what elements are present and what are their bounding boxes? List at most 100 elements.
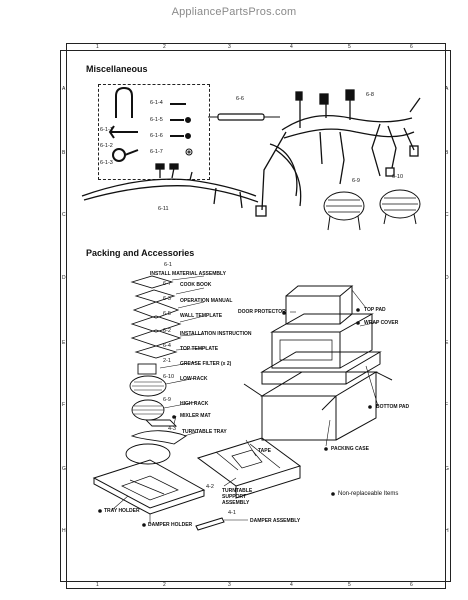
packing-label-cook-book: COOK BOOK bbox=[180, 282, 212, 288]
u-bolt-part bbox=[115, 86, 133, 118]
packing-num-2-1: 2-1 bbox=[163, 358, 171, 364]
label-bottom-pad: BOTTOM PAD bbox=[376, 404, 410, 410]
ruler-row-c: C bbox=[62, 212, 66, 218]
ruler-col-4: 4 bbox=[290, 44, 293, 50]
ruler-row-b-right: B bbox=[445, 150, 449, 156]
packing-label-grease-filter: GREASE FILTER (x 2) bbox=[180, 361, 232, 367]
callout-6-6: 6-6 bbox=[236, 96, 244, 102]
packing-num-6-2: 6-2 bbox=[163, 328, 171, 334]
ruler-left bbox=[60, 50, 67, 582]
ruler-col-5: 5 bbox=[348, 44, 351, 50]
packing-num-6-1: 6-1 bbox=[164, 262, 172, 268]
ruler-row-d-right: D bbox=[445, 275, 449, 281]
callout-6-1-6: 6-1-6 bbox=[150, 133, 163, 139]
packing-num-6-9: 6-9 bbox=[163, 397, 171, 403]
callout-6-1-4: 6-1-4 bbox=[150, 100, 163, 106]
callout-4-2: 4-2 bbox=[206, 484, 214, 490]
high-rack-part bbox=[323, 191, 365, 231]
ruler-row-e-right: E bbox=[445, 340, 449, 346]
ruler-row-a-right: A bbox=[445, 86, 449, 92]
packing-num-6-7: 6-7 bbox=[163, 281, 171, 287]
label-damper-assembly: DAMPER ASSEMBLY bbox=[250, 518, 301, 524]
damper-assembly-part bbox=[195, 517, 225, 531]
label-damper-holder: DAMPER HOLDER bbox=[148, 522, 193, 528]
ruler-col-3-bottom: 3 bbox=[228, 582, 231, 588]
callout-6-1-5: 6-1-5 bbox=[150, 117, 163, 123]
turntable-support-part bbox=[196, 437, 302, 499]
label-turntable-1: TURNTABLE bbox=[222, 488, 253, 494]
drawing-sheet bbox=[66, 50, 446, 582]
ruler-row-b: B bbox=[62, 150, 66, 156]
callout-6-9: 6-9 bbox=[352, 178, 360, 184]
label-turntable-2: SUPPORT bbox=[222, 494, 247, 500]
label-packing-case: PACKING CASE bbox=[331, 446, 369, 452]
ruler-col-1: 1 bbox=[96, 44, 99, 50]
packing-num-6-10: 6-10 bbox=[163, 374, 175, 380]
legend-non-replaceable: Non-replaceable Items bbox=[338, 491, 399, 497]
ruler-top bbox=[66, 43, 446, 51]
low-rack-part bbox=[379, 189, 421, 225]
microwave-packing-assembly bbox=[243, 285, 393, 441]
packing-label-mixler-mat: MIXLER MAT bbox=[180, 413, 211, 419]
label-top-pad: TOP PAD bbox=[364, 307, 386, 313]
label-wrap-cover: WRAP COVER bbox=[364, 320, 399, 326]
washer-part bbox=[185, 148, 193, 156]
non-replaceable-markers bbox=[98, 308, 372, 527]
packing-title: Packing and Accessories bbox=[86, 248, 195, 258]
callout-6-1-7: 6-1-7 bbox=[150, 149, 163, 155]
packing-label-installation-instruction: INSTALLATION INSTRUCTION bbox=[180, 331, 252, 337]
ruler-row-e: E bbox=[62, 340, 66, 346]
box-leaders bbox=[290, 289, 379, 447]
ruler-row-h-right: H bbox=[445, 528, 449, 534]
label-tape: TAPE bbox=[258, 448, 271, 454]
ruler-bottom bbox=[66, 580, 446, 589]
callout-6-8: 6-8 bbox=[366, 92, 374, 98]
ruler-col-2-bottom: 2 bbox=[163, 582, 166, 588]
toggle-bolt-part bbox=[108, 125, 138, 139]
site-watermark: AppliancePartsPros.com bbox=[171, 6, 297, 18]
ruler-col-3: 3 bbox=[228, 44, 231, 50]
label-door-protector: DOOR PROTECTOR bbox=[238, 309, 286, 315]
callout-6-10: 6-10 bbox=[392, 174, 404, 180]
callout-6-1-1: 6-1-1 bbox=[100, 127, 113, 133]
main-wire-harness-part bbox=[255, 89, 421, 217]
packing-label-wall-template: WALL TEMPLATE bbox=[180, 313, 223, 319]
ruler-row-f-right: F bbox=[445, 402, 449, 408]
callout-6-11: 6-11 bbox=[158, 206, 169, 212]
ruler-row-f: F bbox=[62, 402, 66, 408]
label-tray-holder: TRAY HOLDER bbox=[104, 508, 140, 514]
packing-label-low-rack: LOW RACK bbox=[180, 376, 208, 382]
ruler-col-6-bottom: 6 bbox=[410, 582, 413, 588]
ruler-col-2: 2 bbox=[163, 44, 166, 50]
packing-items-stack bbox=[125, 275, 187, 465]
ruler-col-1-bottom: 1 bbox=[96, 582, 99, 588]
hook-part bbox=[112, 148, 139, 162]
packing-num-6-4: 6-4 bbox=[163, 343, 171, 349]
packing-label-install-material: INSTALL MATERIAL ASSEMBLY bbox=[150, 271, 226, 277]
ruler-row-g-right: G bbox=[445, 466, 449, 472]
leader-lines bbox=[159, 275, 207, 437]
ruler-col-6: 6 bbox=[410, 44, 413, 50]
short-harness-part bbox=[208, 113, 280, 121]
ruler-col-4-bottom: 4 bbox=[290, 582, 293, 588]
miscellaneous-title: Miscellaneous bbox=[86, 64, 148, 74]
ruler-row-a: A bbox=[62, 86, 66, 92]
packing-label-operation-manual: OPERATION MANUAL bbox=[180, 298, 233, 304]
packing-label-top-template: TOP TEMPLATE bbox=[180, 346, 219, 352]
screw-part bbox=[170, 103, 191, 139]
callout-6-1-3: 6-1-3 bbox=[100, 160, 113, 166]
ruler-row-h: H bbox=[62, 528, 66, 534]
packing-label-turntable-tray: TURNTABLE TRAY bbox=[182, 429, 227, 435]
tray-leaders bbox=[111, 439, 257, 524]
packing-label-high-rack: HIGH RACK bbox=[180, 401, 209, 407]
callout-4-1: 4-1 bbox=[228, 510, 236, 516]
ruler-right bbox=[444, 50, 451, 582]
long-cable-part bbox=[81, 163, 259, 209]
packing-num-4-3: 4-3 bbox=[168, 426, 176, 432]
label-turntable-3: ASSEMBLY bbox=[222, 500, 250, 506]
packing-num-6-5: 6-5 bbox=[163, 311, 171, 317]
ruler-row-g: G bbox=[62, 466, 66, 472]
tray-holder-part bbox=[92, 459, 206, 515]
packing-num-6-3: 6-3 bbox=[163, 296, 171, 302]
